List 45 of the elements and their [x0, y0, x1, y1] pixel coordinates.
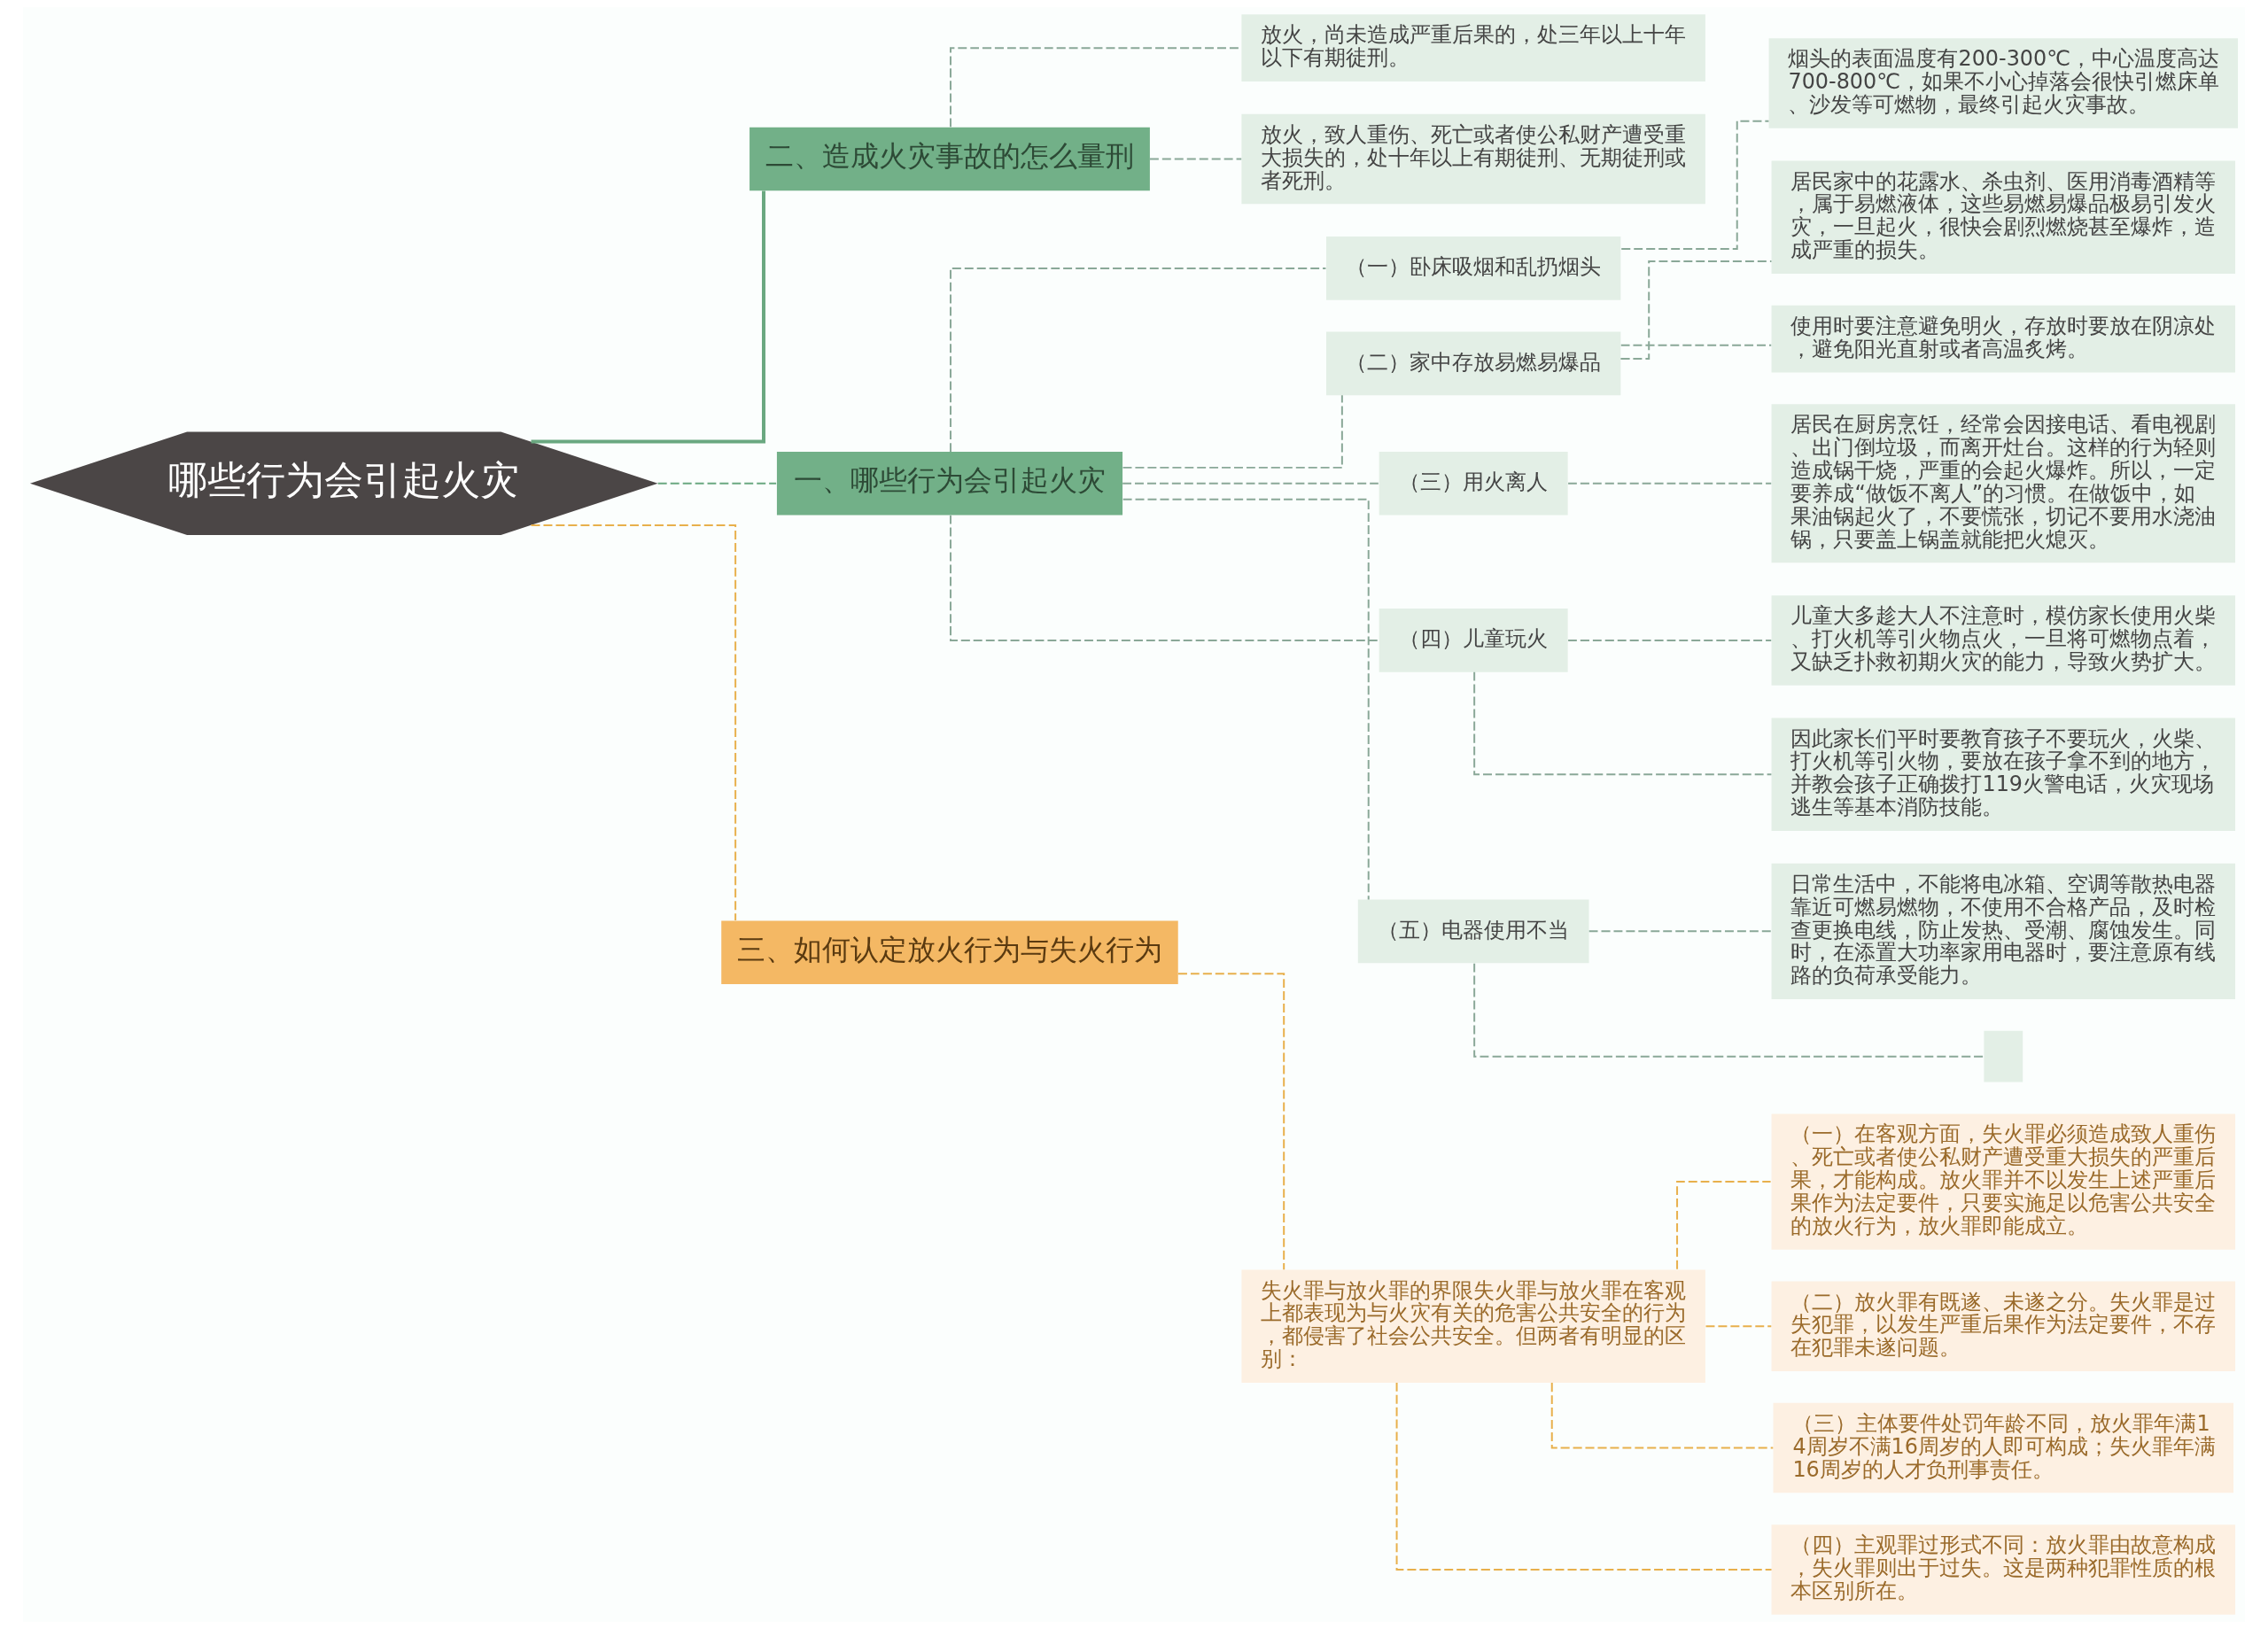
node-box: （一）卧床吸烟和乱扔烟头: [1325, 237, 1621, 300]
node-box: 放火，致人重伤、死亡或者使公私财产遭受重大损失的，处十年以上有期徒刑、无期徒刑或者死刑。: [1241, 113, 1705, 205]
node-box: 三、如何认定放火行为与失火行为: [721, 920, 1178, 985]
node-box: （二）家中存放易燃易爆品: [1325, 331, 1621, 396]
node-box: （三）用火离人: [1379, 451, 1568, 516]
node-box: （四）儿童玩火: [1379, 609, 1568, 672]
node-box: 儿童大多趁大人不注意时，模仿家长使用火柴、打火机等引火物点火，一旦将可燃物点着，又缺乏扑救初期火灾的能力，导致火势扩大。: [1771, 595, 2236, 686]
connector: [1122, 498, 1370, 901]
node-box: 一、哪些行为会引起火灾: [776, 451, 1123, 516]
node-box: [1984, 1030, 2023, 1082]
connector: [1177, 973, 1285, 1271]
connector: [1473, 962, 1985, 1058]
connector: [1550, 1382, 1775, 1449]
connector: [1122, 482, 1380, 485]
connector: [1149, 158, 1243, 160]
connector: [1620, 120, 1770, 251]
node-box: 日常生活中，不能将电冰箱、空调等散热电器靠近可燃易燃物，不使用不合格产品，及时检查更换电线，防止发热、受潮、腐蚀发生。同时，在添置大功率家用电器时，要注意原有线路的负荷承受能力。: [1771, 863, 2236, 999]
node-box: 居民在厨房烹饪，经常会因接电话、看电视剧、出门倒垃圾，而离开灶台。这样的行为轻则造成锅干烧，严重的会起火爆炸。所以，一定要养成“做饭不离人”的习惯。在做饭中，如果油锅起火了，不要慌张，切记不要用水浇油锅，只要盖上锅盖就能把火熄灭。: [1771, 404, 2236, 563]
node-box: 失火罪与放火罪的界限失火罪与放火罪在客观上都表现为与火灾有关的危害公共安全的行为，都侵害了社会公共安全。但两者有明显的区别：: [1241, 1269, 1705, 1383]
node-box: （二）放火罪有既遂、未遂之分。失火罪是过失犯罪，以发生严重后果作为法定要件，不存在犯罪未遂问题。: [1771, 1281, 2236, 1371]
node-box: （三）主体要件处罚年龄不同，放火罪年满14周岁不满16周岁的人即可构成；失火罪年满16周岁的人才负刑事责任。: [1773, 1402, 2234, 1493]
connector: [1588, 930, 1773, 933]
connector: [1705, 1325, 1773, 1328]
connector: [656, 482, 778, 485]
connector: [1567, 639, 1773, 641]
node-box: 二、造成火灾事故的怎么量刑: [750, 127, 1150, 191]
connector: [1567, 482, 1773, 485]
connector: [1676, 1181, 1772, 1270]
connector: [1122, 394, 1343, 469]
connector: [1619, 260, 1773, 361]
node-box: 使用时要注意避免明火，存放时要放在阴凉处，避免阳光直射或者高温炙烤。: [1771, 305, 2236, 373]
connector: [1395, 1381, 1773, 1571]
node-box: 放火，尚未造成严重后果的，处三年以上十年以下有期徒刑。: [1241, 14, 1705, 81]
node-box: （四）主观罪过形式不同：放火罪由故意构成，失火罪则出于过失。这是两种犯罪性质的根本区别所在。: [1771, 1524, 2236, 1615]
node-box: 烟头的表面温度有200-300℃，中心温度高达700-800℃，如果不小心掉落会很快引燃床单、沙发等可燃物，最终引起火灾事故。: [1768, 38, 2239, 128]
connector: [530, 524, 737, 921]
connector: [1473, 671, 1773, 776]
node-box: 因此家长们平时要教育孩子不要玩火，火柴、打火机等引火物，要放在孩子拿不到的地方，并教会孩子正确拨打119火警电话，火灾现场逃生等基本消防技能。: [1771, 718, 2236, 831]
connector: [531, 190, 765, 444]
connector: [1619, 344, 1773, 346]
connector: [950, 267, 1327, 453]
node-box: （一）在客观方面，失火罪必须造成致人重伤、死亡或者使公私财产遭受重大损失的严重后果，才能构成。放火罪并不以发生上述严重后果作为法定要件，只要实施足以危害公共安全的放火行为，放火罪即能成立。: [1771, 1113, 2236, 1250]
node-box: （五）电器使用不当: [1357, 899, 1589, 964]
connector: [950, 514, 1380, 641]
node-box: 居民家中的花露水、杀虫剂、医用消毒酒精等，属于易燃液体，这些易燃易爆品极易引发火灾，一旦起火，很快会剧烈燃烧甚至爆炸，造成严重的损失。: [1771, 160, 2236, 274]
